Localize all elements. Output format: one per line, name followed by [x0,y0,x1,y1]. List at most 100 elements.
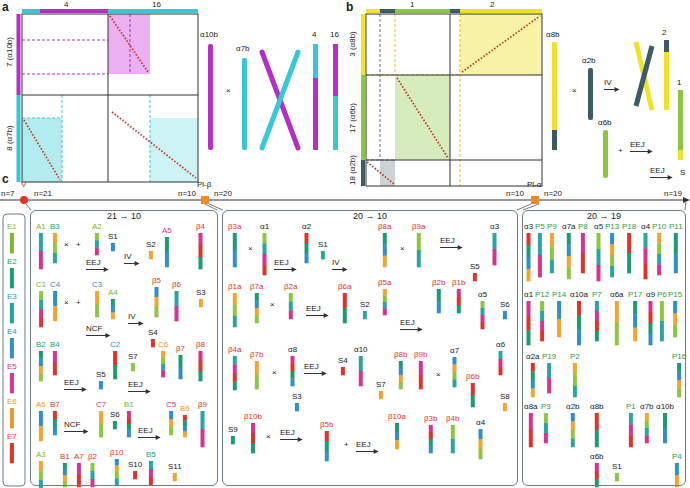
label-text: β4 [196,222,205,232]
chromosome [63,481,67,487]
figure-shape [361,14,365,75]
chromosome [527,257,531,269]
arrow-line [280,439,299,440]
chromosome [199,361,203,371]
figure-shape [395,9,450,13]
chromosome [233,233,237,250]
chromosome [573,374,577,386]
arrow-line [332,269,344,270]
figure-shape [366,14,542,186]
chromosome [173,473,177,481]
chromosome [95,291,99,304]
chromosome [363,311,367,319]
label-text: α8a [524,402,538,412]
chromosome [39,233,43,251]
label-text: β5a [378,278,392,288]
chromosome [201,411,205,429]
chromosome [199,351,203,361]
timeline [0,196,690,486]
chromosome [149,469,153,477]
figure-shape [450,9,460,13]
arrow-line [630,151,649,152]
chromosome [595,471,599,479]
chromosome [453,357,457,365]
label-text: P16 [672,352,686,362]
label-text: A3 [36,450,46,460]
chromosome [675,463,679,475]
label-text: EEJ [274,258,289,268]
label-text: S4 [148,328,158,338]
figure-shape [262,52,298,148]
label-text: + [76,240,81,250]
chromosome [567,256,571,268]
chromosome [479,449,483,459]
chromosome [550,260,554,274]
label-text: β8b [394,350,408,360]
chromosome [419,361,423,375]
chromosome [155,297,159,307]
label-text: S5 [96,370,106,380]
chromosome [199,245,203,257]
label-text: C6 [158,340,168,350]
chromosome [53,351,57,363]
label-text: 2 [490,0,494,10]
label-text: B3 [50,222,60,232]
chromosome [610,233,614,244]
arrow-head [83,429,88,434]
arrow-head [105,333,110,338]
chromosome [395,432,399,441]
arrow-head [648,149,653,154]
chromosome [453,372,457,380]
chromosome [111,299,115,306]
label-text: A5 [162,226,172,236]
label-text: A4 [108,288,118,298]
chromosome [53,291,57,306]
label-text: α10b [200,30,218,40]
chromosome [39,366,43,374]
label-text: α6b [598,118,612,128]
chromosome [343,308,347,323]
label-text: E4 [7,327,17,337]
arrow-head [374,449,379,454]
label-text: P18 [622,222,636,232]
label-text: β9b [414,350,428,360]
label-text: β3b [424,414,438,424]
label-text: α3 [524,222,533,232]
figure-shape [380,160,395,186]
chromosome [597,265,601,281]
chromosome [503,403,507,411]
chromosome [39,300,43,309]
chromosome [91,471,95,479]
label-text: IV [124,252,132,262]
chromosome [453,365,457,373]
chromosome [663,413,667,428]
chromosome [199,233,203,245]
chromosome [673,301,677,313]
chromosome [399,382,403,389]
chromosome [151,339,155,347]
chromosome [255,308,259,316]
label-text: b [346,0,353,14]
chromosome [10,233,14,253]
chromosome [544,413,548,423]
label-text: β5 [152,276,161,286]
label-text: EEJ [440,236,455,246]
chromosome [567,233,571,245]
label-text: β6b [466,372,480,382]
label-text: β2 [88,452,97,462]
chromosome [161,371,165,378]
chromosome [231,436,235,444]
label-text: IV [128,312,136,322]
chromosome [419,375,423,389]
label-text: c [2,172,9,186]
label-text: × [272,368,277,378]
chromosome [527,316,531,331]
chromosome [571,439,575,448]
chromosome [10,303,14,323]
chromosome [629,413,633,425]
chromosome [538,233,542,255]
label-text: 1 [410,0,414,10]
arrow-line [306,315,325,316]
label-text: EEJ [630,140,645,150]
figure-shape [26,201,686,210]
